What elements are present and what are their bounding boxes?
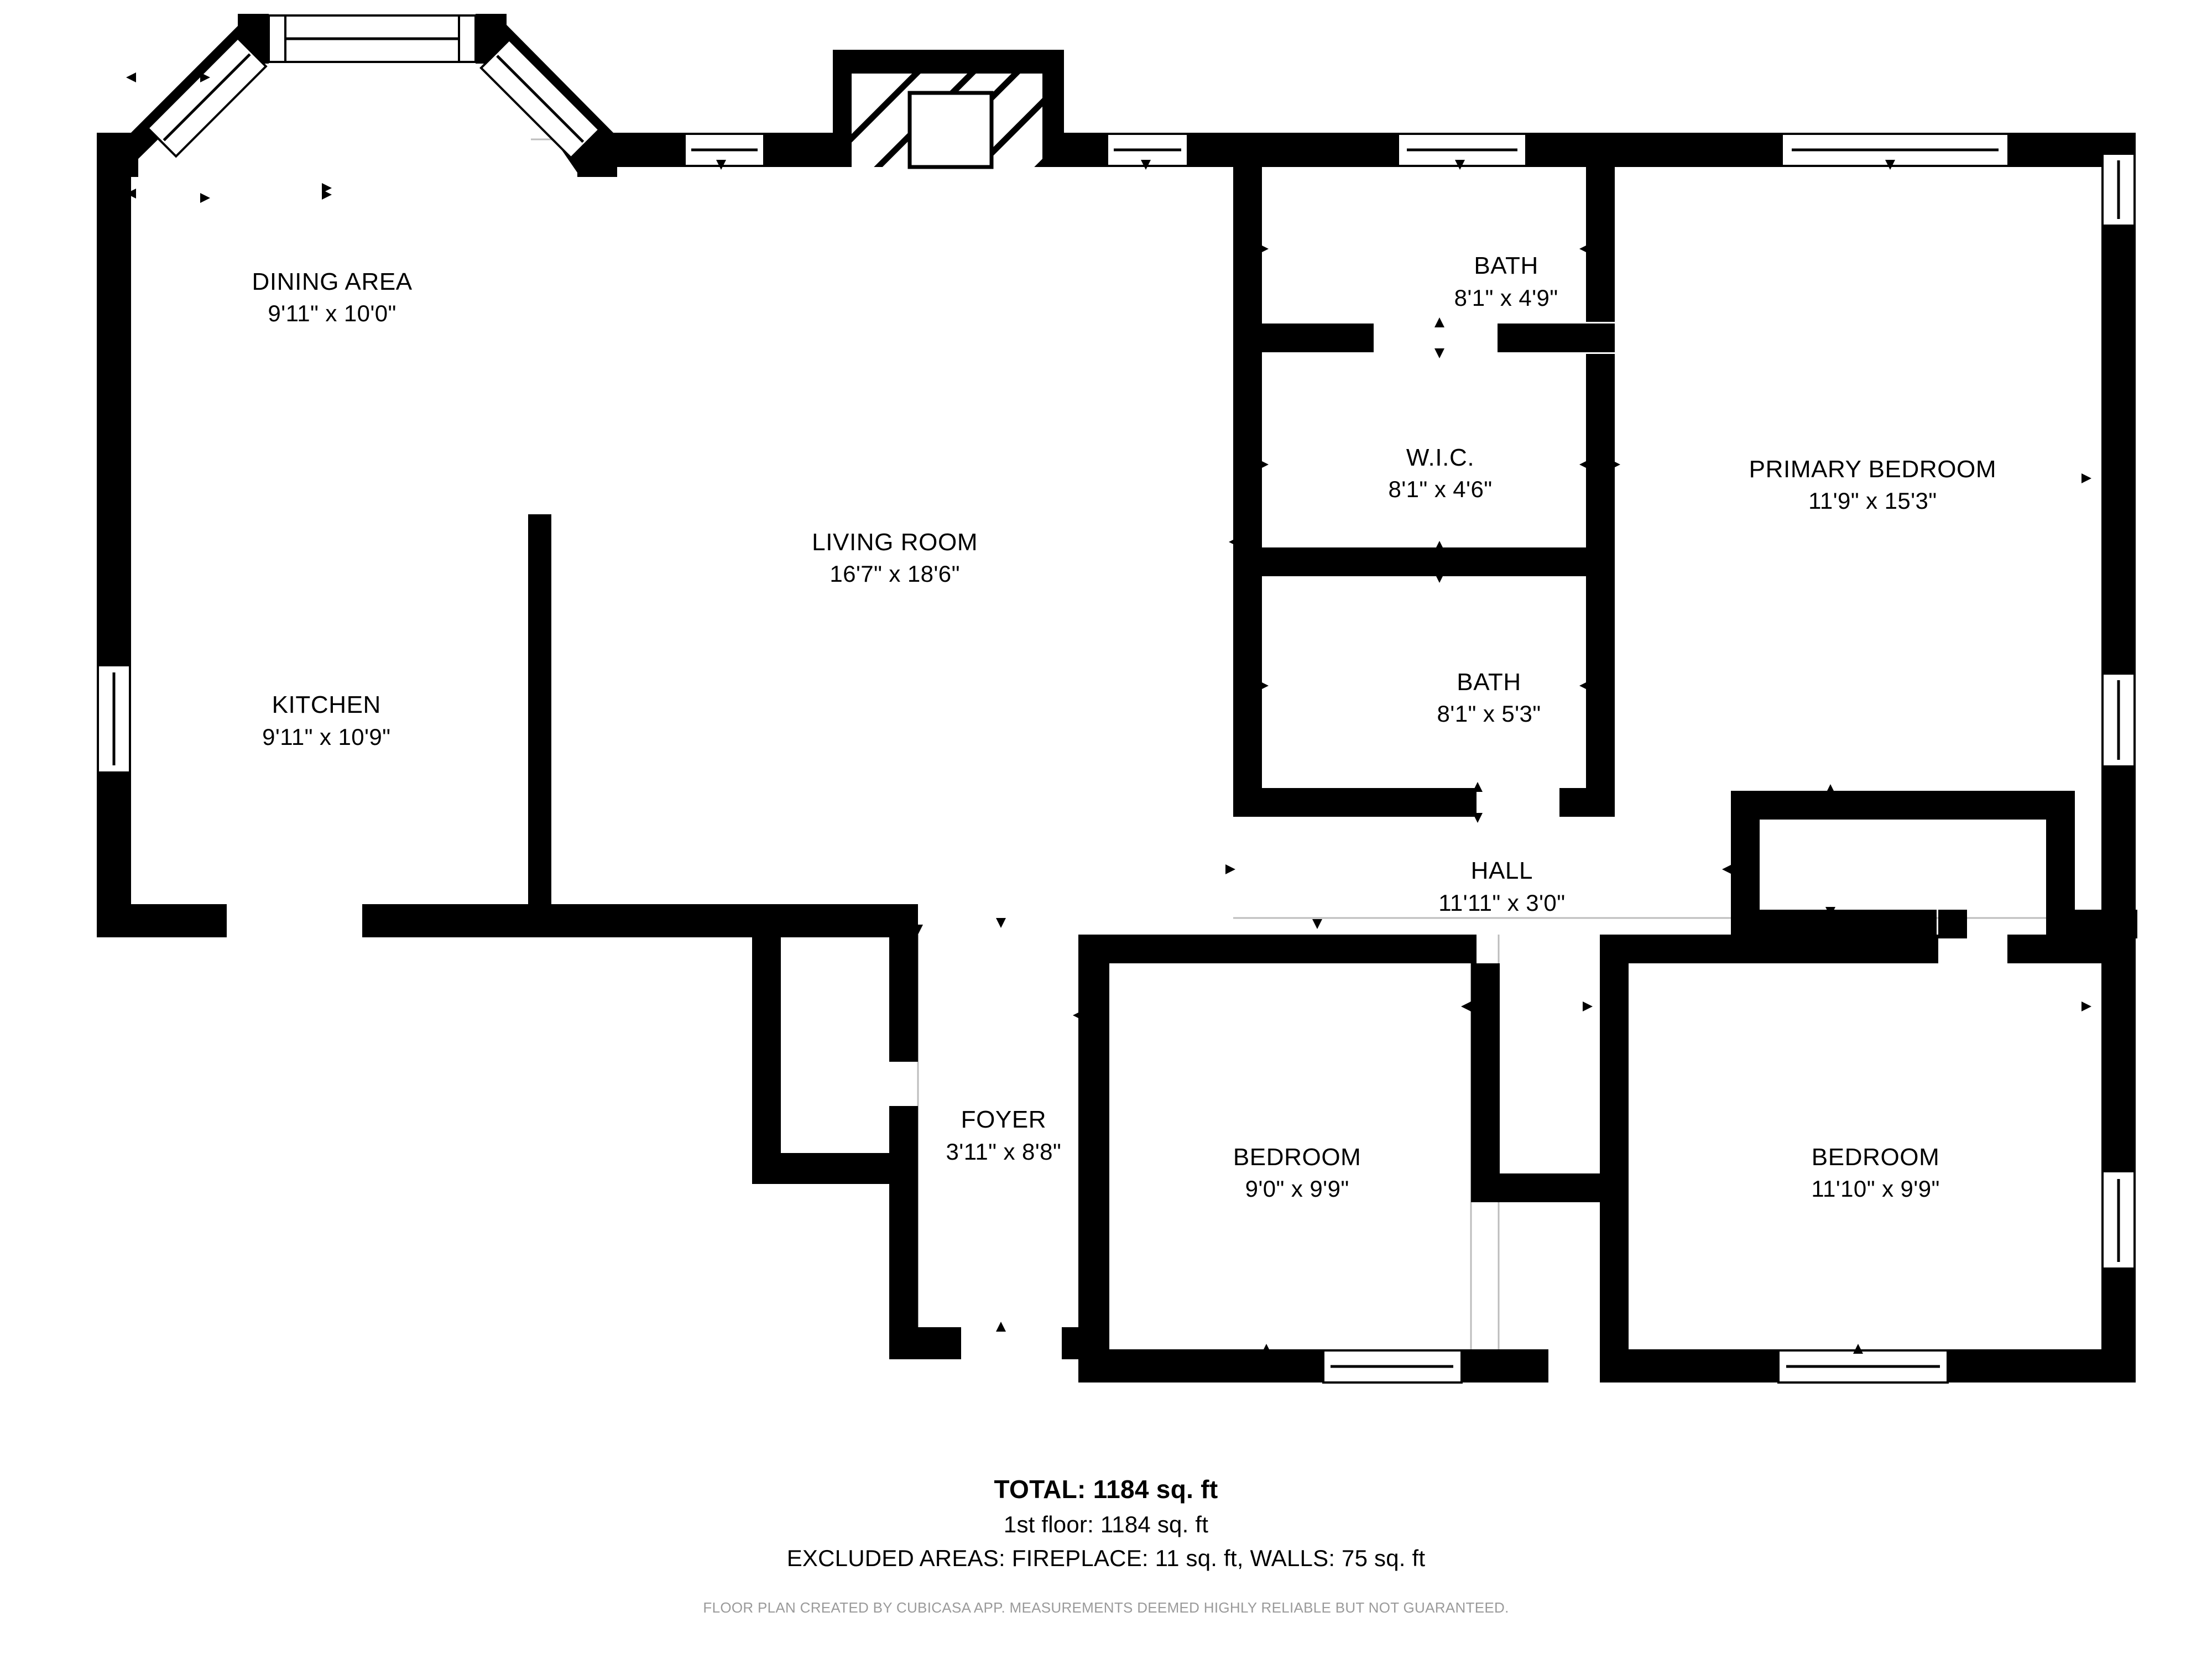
window-bay-left (146, 36, 268, 158)
room-name-dining: DINING AREA (252, 268, 413, 296)
window-bedroom3-bottom (1777, 1349, 1949, 1384)
room-name-kitchen: KITCHEN (272, 691, 381, 719)
room-name-primary-bedroom: PRIMARY BEDROOM (1749, 455, 1997, 483)
room-name-bath-primary: BATH (1474, 252, 1538, 280)
room-dims-foyer: 3'11" x 8'8" (946, 1138, 1062, 1165)
room-dims-bedroom-3: 11'10" x 9'9" (1811, 1176, 1940, 1202)
room-label-primary-bedroom: PRIMARY BEDROOM 11'9" x 15'3" (1749, 453, 1996, 517)
room-label-kitchen: KITCHEN 9'11" x 10'9" (262, 690, 390, 753)
disclaimer-text: FLOOR PLAN CREATED BY CUBICASA APP. MEAS… (703, 1599, 1509, 1616)
window-bay-center (268, 14, 477, 63)
window-bay-right (479, 38, 601, 160)
room-name-wic: W.I.C. (1406, 444, 1475, 472)
room-dims-hall: 11'11" x 3'0" (1438, 889, 1566, 916)
room-label-bedroom-2: BEDROOM 9'0" x 9'9" (1233, 1141, 1361, 1204)
room-label-bedroom-3: BEDROOM 11'10" x 9'9" (1811, 1141, 1939, 1204)
room-label-dining: DINING AREA 9'11" x 10'0" (252, 266, 413, 329)
room-dims-wic: 8'1" x 4'6" (1388, 476, 1493, 503)
room-label-bath-hall: BATH 8'1" x 5'3" (1437, 666, 1541, 729)
room-dims-bedroom-2: 9'0" x 9'9" (1245, 1176, 1349, 1202)
excluded-areas-text: EXCLUDED AREAS: FIREPLACE: 11 sq. ft, WA… (786, 1545, 1426, 1571)
room-dims-primary-bedroom: 11'9" x 15'3" (1808, 488, 1937, 514)
windows-layer (97, 14, 2136, 1384)
total-area-text: TOTAL: 1184 sq. ft (994, 1475, 1218, 1504)
window-bath1-top (1397, 133, 1527, 167)
area-summary-footer: TOTAL: 1184 sq. ft 1st floor: 1184 sq. f… (0, 1471, 2212, 1616)
room-dims-kitchen: 9'11" x 10'9" (262, 723, 391, 750)
room-name-bedroom-2: BEDROOM (1233, 1143, 1361, 1171)
room-label-foyer: FOYER 3'11" x 8'8" (946, 1104, 1062, 1167)
window-primary-top (1781, 133, 2010, 167)
room-name-bedroom-3: BEDROOM (1811, 1143, 1940, 1171)
wall-layer (97, 14, 2137, 1383)
direction-markers (126, 72, 2091, 1354)
window-kitchen-left (97, 664, 131, 774)
room-dims-bath-primary: 8'1" x 4'9" (1454, 284, 1558, 311)
room-label-wic: W.I.C. 8'1" x 4'6" (1389, 442, 1493, 505)
first-floor-area-text: 1st floor: 1184 sq. ft (1003, 1511, 1209, 1537)
room-dims-dining: 9'11" x 10'0" (268, 300, 397, 327)
room-name-foyer: FOYER (961, 1106, 1047, 1134)
room-name-living-room: LIVING ROOM (812, 528, 978, 556)
window-bedroom2-bottom (1322, 1349, 1463, 1384)
room-label-living-room: LIVING ROOM 16'7" x 18'6" (812, 526, 978, 589)
window-primary-right-lower (2101, 672, 2136, 768)
room-name-bath-hall: BATH (1457, 669, 1521, 696)
window-primary-right-upper (2101, 153, 2136, 227)
room-label-bath-primary: BATH 8'1" x 4'9" (1454, 251, 1558, 314)
room-label-hall: HALL 11'11" x 3'0" (1438, 855, 1565, 919)
room-dims-bath-hall: 8'1" x 5'3" (1437, 701, 1541, 727)
fireplace (852, 74, 1042, 169)
room-name-hall: HALL (1470, 857, 1533, 885)
window-bedroom3-right (2101, 1170, 2136, 1270)
room-dims-living-room: 16'7" x 18'6" (830, 560, 960, 587)
